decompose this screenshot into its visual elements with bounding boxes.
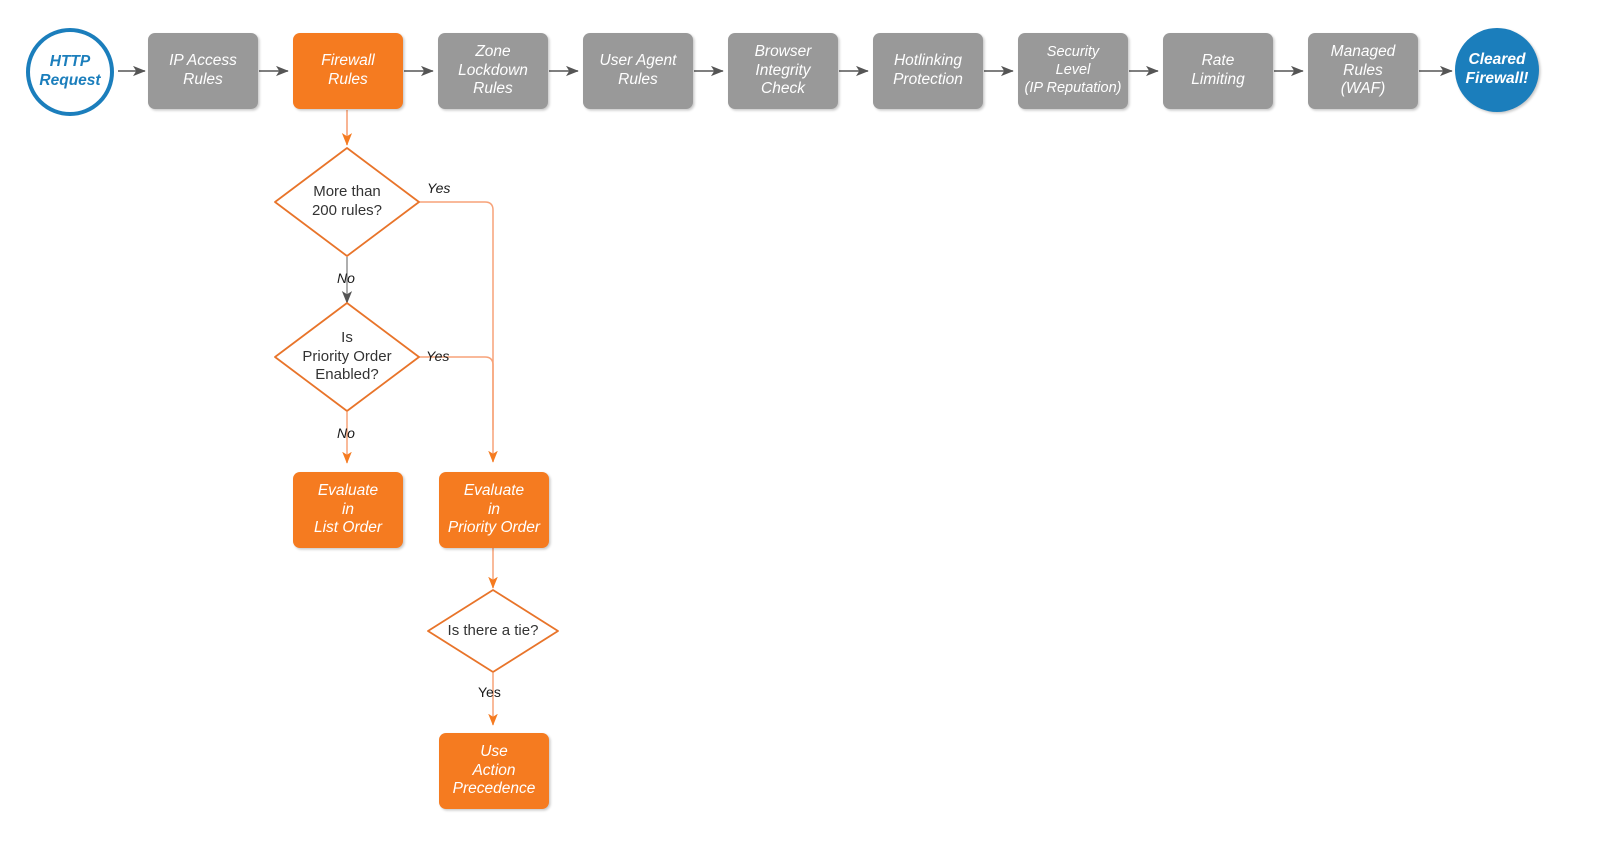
step-hotlinking-protection[interactable]: Hotlinking Protection bbox=[873, 33, 983, 109]
step-firewall-rules-label: Firewall Rules bbox=[321, 52, 375, 88]
edge-label-tie-yes: Yes bbox=[478, 684, 501, 700]
step-rate-limiting-label: Rate Limiting bbox=[1191, 52, 1245, 88]
edge-rules-yes-to-priority-order bbox=[419, 201, 498, 463]
step-ip-access-rules[interactable]: IP Access Rules bbox=[148, 33, 258, 109]
edge-label-priority-no: No bbox=[337, 425, 355, 441]
outcome-evaluate-list-order-label: Evaluate in List Order bbox=[313, 481, 383, 537]
decision-is-there-a-tie bbox=[427, 589, 559, 673]
step-rate-limiting[interactable]: Rate Limiting bbox=[1163, 33, 1273, 109]
step-zone-lockdown-rules-label: Zone Lockdown Rules bbox=[458, 42, 528, 98]
terminal-http-request-label: HTTP Request bbox=[39, 53, 101, 89]
step-security-level[interactable]: Security Level (IP Reputation) bbox=[1018, 33, 1128, 109]
decision-is-there-a-tie-label: Is there a tie? bbox=[428, 616, 558, 646]
outcome-evaluate-list-order[interactable]: Evaluate in List Order bbox=[293, 472, 403, 548]
decision-more-than-200-rules bbox=[274, 147, 420, 257]
step-managed-rules-waf-label: Managed Rules (WAF) bbox=[1330, 42, 1396, 98]
outcome-evaluate-priority-order-label: Evaluate in Priority Order bbox=[447, 481, 541, 537]
outcome-use-action-precedence-label: Use Action Precedence bbox=[452, 742, 536, 798]
decision-more-than-200-rules-label: More than 200 rules? bbox=[277, 172, 417, 232]
outcome-evaluate-priority-order[interactable]: Evaluate in Priority Order bbox=[439, 472, 549, 548]
decision-is-priority-order-enabled bbox=[274, 302, 420, 412]
terminal-cleared-firewall-label: Cleared Firewall! bbox=[1465, 51, 1529, 87]
step-hotlinking-protection-label: Hotlinking Protection bbox=[893, 52, 963, 88]
decision-is-priority-order-enabled-label: Is Priority Order Enabled? bbox=[272, 321, 422, 393]
step-user-agent-rules-label: User Agent Rules bbox=[599, 52, 677, 88]
decision-label-text: Is there a tie? bbox=[447, 621, 539, 639]
step-security-level-label: Security Level (IP Reputation) bbox=[1024, 44, 1122, 96]
step-firewall-rules[interactable]: Firewall Rules bbox=[293, 33, 403, 109]
outcome-use-action-precedence[interactable]: Use Action Precedence bbox=[439, 733, 549, 809]
step-browser-integrity-check-label: Browser Integrity Check bbox=[754, 42, 812, 98]
edge-priority-yes-to-priority-order bbox=[419, 356, 494, 430]
edge-label-rules-no: No bbox=[337, 270, 355, 286]
decision-label-text: Is Priority Order Enabled? bbox=[302, 328, 392, 384]
step-zone-lockdown-rules[interactable]: Zone Lockdown Rules bbox=[438, 33, 548, 109]
edge-label-priority-yes: Yes bbox=[426, 348, 450, 364]
edge-label-rules-yes: Yes bbox=[427, 180, 451, 196]
terminal-cleared-firewall[interactable]: Cleared Firewall! bbox=[1455, 28, 1539, 112]
terminal-http-request[interactable]: HTTP Request bbox=[26, 28, 114, 116]
step-browser-integrity-check[interactable]: Browser Integrity Check bbox=[728, 33, 838, 109]
step-user-agent-rules[interactable]: User Agent Rules bbox=[583, 33, 693, 109]
step-managed-rules-waf[interactable]: Managed Rules (WAF) bbox=[1308, 33, 1418, 109]
decision-label-text: More than 200 rules? bbox=[311, 183, 383, 219]
step-ip-access-rules-label: IP Access Rules bbox=[169, 52, 237, 88]
